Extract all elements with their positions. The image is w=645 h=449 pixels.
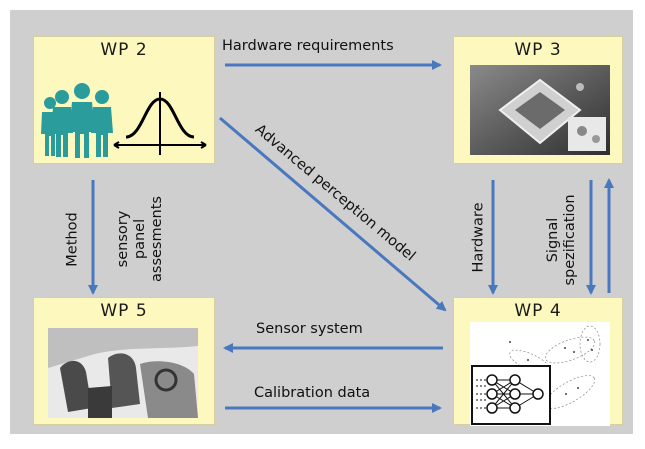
wp2-title: WP 2 xyxy=(100,40,148,60)
gaussian-curve-icon xyxy=(113,92,207,155)
label-hardware: Hardware xyxy=(470,202,487,273)
sensor-chip-photo xyxy=(470,65,610,155)
wp4-box: WP 4 xyxy=(453,297,623,426)
wp2-box: WP 2 xyxy=(33,36,215,164)
wp3-title: WP 3 xyxy=(514,40,562,60)
car-interior-photo xyxy=(48,328,198,418)
wp5-box: WP 5 xyxy=(33,297,215,425)
wp3-box: WP 3 xyxy=(453,36,623,164)
wp2-icons xyxy=(41,83,207,158)
label-sensory-panel-assesments: sensory panel assesments xyxy=(115,196,165,282)
people-group-icon xyxy=(41,83,113,158)
arrow-wp2-to-wp4 xyxy=(219,116,447,312)
label-hardware-requirements: Hardware requirements xyxy=(222,38,394,54)
wp4-title: WP 4 xyxy=(514,301,562,321)
label-signal-spezification: Signal spezification xyxy=(545,194,578,286)
neural-network-scatter-plot xyxy=(470,322,610,426)
label-sensor-system: Sensor system xyxy=(256,321,363,337)
label-method: Method xyxy=(64,212,81,267)
wp5-title: WP 5 xyxy=(100,301,148,321)
label-calibration-data: Calibration data xyxy=(254,385,371,401)
